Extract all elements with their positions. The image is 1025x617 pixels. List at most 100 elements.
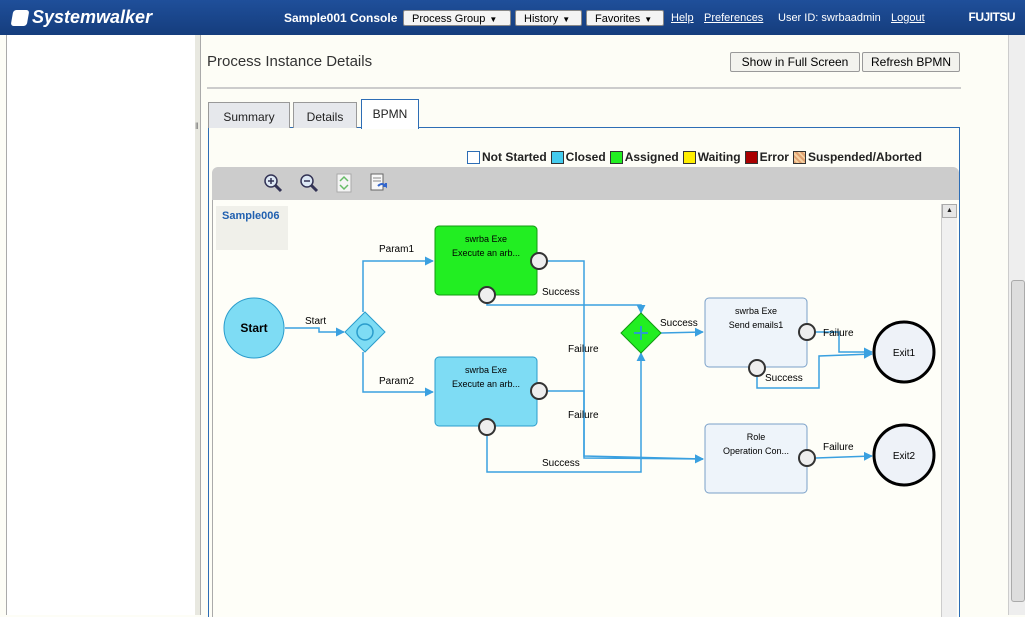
exit1-label: Exit1 bbox=[893, 348, 916, 359]
legend-error: Error bbox=[744, 150, 789, 164]
tab-details[interactable]: Details bbox=[293, 102, 357, 128]
bpmn-canvas[interactable]: Start Param1 Param2 Success Failure Fail… bbox=[212, 200, 959, 617]
top-bar: Systemwalker Sample001 Console Process G… bbox=[0, 0, 1025, 35]
exit2-label: Exit2 bbox=[893, 451, 916, 462]
chevron-down-icon: ▼ bbox=[644, 15, 653, 24]
swatch bbox=[792, 150, 806, 164]
success-boundary-event[interactable] bbox=[478, 286, 496, 304]
exit1-event[interactable]: Exit1 bbox=[872, 320, 936, 384]
label-t1-failure: Failure bbox=[568, 344, 599, 355]
failure-boundary-event[interactable] bbox=[530, 382, 548, 400]
bpmn-diagram: Start Param1 Param2 Success Failure Fail… bbox=[223, 225, 936, 494]
tab-bpmn[interactable]: BPMN bbox=[361, 99, 419, 129]
process-group-menu[interactable]: Process Group▼ bbox=[403, 10, 511, 26]
favorites-menu[interactable]: Favorites▼ bbox=[586, 10, 664, 26]
zoom-in-icon[interactable] bbox=[262, 172, 284, 194]
favorites-label: Favorites bbox=[595, 13, 641, 25]
failure-boundary-event[interactable] bbox=[798, 449, 816, 467]
process-name-label: Sample006 bbox=[216, 206, 288, 250]
show-full-screen-button[interactable]: Show in Full Screen bbox=[730, 52, 860, 72]
legend-label: Assigned bbox=[624, 150, 679, 164]
swatch bbox=[467, 150, 480, 164]
page-scrollbar-thumb[interactable] bbox=[1011, 280, 1025, 602]
process-group-label: Process Group bbox=[412, 13, 486, 25]
label-t4-failure: Failure bbox=[823, 442, 854, 453]
legend-waiting: Waiting bbox=[682, 150, 741, 164]
export-icon[interactable] bbox=[368, 172, 390, 194]
legend-closed: Closed bbox=[550, 150, 606, 164]
chevron-down-icon: ▼ bbox=[562, 15, 571, 24]
legend-label: Closed bbox=[565, 150, 606, 164]
task-operation-control[interactable]: Role Operation Con... bbox=[704, 423, 816, 494]
page-scrollbar[interactable] bbox=[1008, 35, 1025, 615]
start-event[interactable]: Start bbox=[223, 297, 285, 359]
task-type: swrba Exe bbox=[465, 365, 507, 375]
start-event-label: Start bbox=[240, 321, 267, 335]
legend-label: Not Started bbox=[482, 150, 547, 164]
legend-label: Error bbox=[759, 150, 789, 164]
exit2-event[interactable]: Exit2 bbox=[872, 423, 936, 487]
fujitsu-logo: FUJITSU bbox=[968, 10, 1015, 24]
legend-assigned: Assigned bbox=[609, 150, 679, 164]
success-boundary-event[interactable] bbox=[748, 359, 766, 377]
tab-summary[interactable]: Summary bbox=[208, 102, 290, 128]
flow-t2-failure bbox=[548, 390, 704, 464]
task-send-emails[interactable]: swrba Exe Send emails1 bbox=[704, 297, 816, 377]
swatch bbox=[609, 150, 623, 164]
label-t3-failure: Failure bbox=[823, 328, 854, 339]
status-legend: Not Started Closed Assigned Waiting Erro… bbox=[467, 150, 926, 164]
flow-t1-failure bbox=[548, 260, 704, 464]
label-t2-failure: Failure bbox=[568, 410, 599, 421]
preferences-link[interactable]: Preferences bbox=[704, 12, 764, 24]
left-sidebar bbox=[6, 35, 196, 615]
brand-name: Systemwalker bbox=[32, 7, 153, 27]
logo-mark-icon bbox=[10, 9, 30, 26]
swatch bbox=[682, 150, 696, 164]
flow-labels: Start Param1 Param2 Success Failure Fail… bbox=[305, 244, 854, 469]
task-name: Operation Con... bbox=[723, 446, 789, 456]
task-execute-2[interactable]: swrba Exe Execute an arb... bbox=[434, 356, 548, 436]
label-param1: Param1 bbox=[379, 244, 414, 255]
flow-t3-success bbox=[756, 349, 873, 389]
task-name: Send emails1 bbox=[729, 320, 784, 330]
task-type: Role bbox=[747, 432, 766, 442]
split-gateway[interactable] bbox=[344, 311, 386, 353]
legend-not-started: Not Started bbox=[467, 150, 547, 164]
divider bbox=[207, 87, 961, 89]
task-type: swrba Exe bbox=[735, 306, 777, 316]
history-menu[interactable]: History▼ bbox=[515, 10, 582, 26]
scroll-up-icon[interactable]: ▲ bbox=[942, 204, 957, 218]
task-type: swrba Exe bbox=[465, 234, 507, 244]
zoom-out-icon[interactable] bbox=[298, 172, 320, 194]
flow-param2 bbox=[362, 352, 434, 397]
chevron-down-icon: ▼ bbox=[489, 15, 498, 24]
label-start: Start bbox=[305, 316, 326, 327]
flow-t4-failure bbox=[815, 451, 873, 461]
flow-merge-success bbox=[660, 327, 704, 337]
refresh-bpmn-button[interactable]: Refresh BPMN bbox=[862, 52, 960, 72]
label-t2-success: Success bbox=[542, 458, 580, 469]
flow-t2-success bbox=[486, 352, 646, 473]
flow-start bbox=[285, 327, 345, 337]
legend-label: Waiting bbox=[697, 150, 741, 164]
swatch bbox=[744, 150, 758, 164]
label-param2: Param2 bbox=[379, 376, 414, 387]
success-boundary-event[interactable] bbox=[478, 418, 496, 436]
history-label: History bbox=[524, 13, 559, 25]
systemwalker-logo: Systemwalker bbox=[10, 7, 153, 28]
failure-boundary-event[interactable] bbox=[530, 252, 548, 270]
flow-t1-success bbox=[486, 303, 646, 314]
task-execute-1[interactable]: swrba Exe Execute an arb... bbox=[434, 225, 548, 304]
fit-page-icon[interactable] bbox=[333, 172, 355, 194]
legend-suspended-aborted: Suspended/Aborted bbox=[792, 150, 922, 164]
label-t1-success: Success bbox=[542, 287, 580, 298]
sequence-flows bbox=[285, 256, 873, 473]
user-id: User ID: swrbaadmin bbox=[778, 12, 881, 24]
splitter-grip-icon[interactable]: ‖ bbox=[195, 121, 199, 131]
logout-link[interactable]: Logout bbox=[891, 12, 925, 24]
merge-gateway[interactable] bbox=[620, 312, 662, 354]
help-link[interactable]: Help bbox=[671, 12, 694, 24]
canvas-scrollbar[interactable]: ▲ bbox=[941, 204, 957, 617]
failure-boundary-event[interactable] bbox=[798, 323, 816, 341]
sidebar-splitter[interactable]: ‖ bbox=[195, 35, 201, 615]
